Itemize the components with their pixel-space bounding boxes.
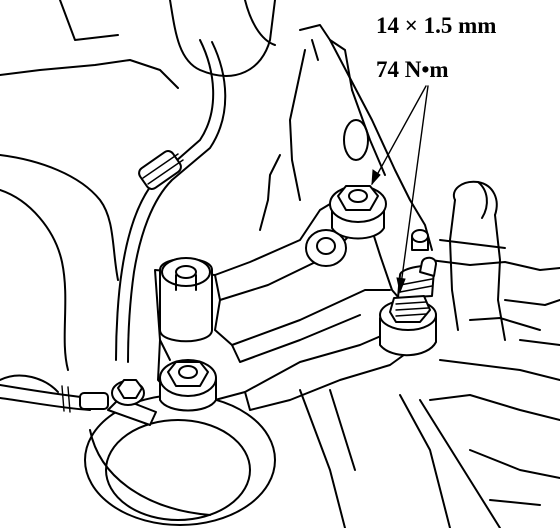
upper-nut <box>329 185 387 240</box>
thread-size-label: 14 × 1.5 mm <box>376 13 497 38</box>
arrowhead-upper <box>371 169 381 186</box>
stud-and-nut <box>379 256 437 357</box>
arrowhead-lower <box>396 277 406 294</box>
brake-disc <box>84 394 276 526</box>
torque-spec-label: 74 N•m <box>376 57 449 82</box>
lower-nut <box>159 359 217 412</box>
sensor-cable <box>0 384 109 413</box>
sensor-bolt <box>107 379 157 426</box>
callout-leaders <box>371 85 429 294</box>
brake-hose <box>115 39 227 363</box>
